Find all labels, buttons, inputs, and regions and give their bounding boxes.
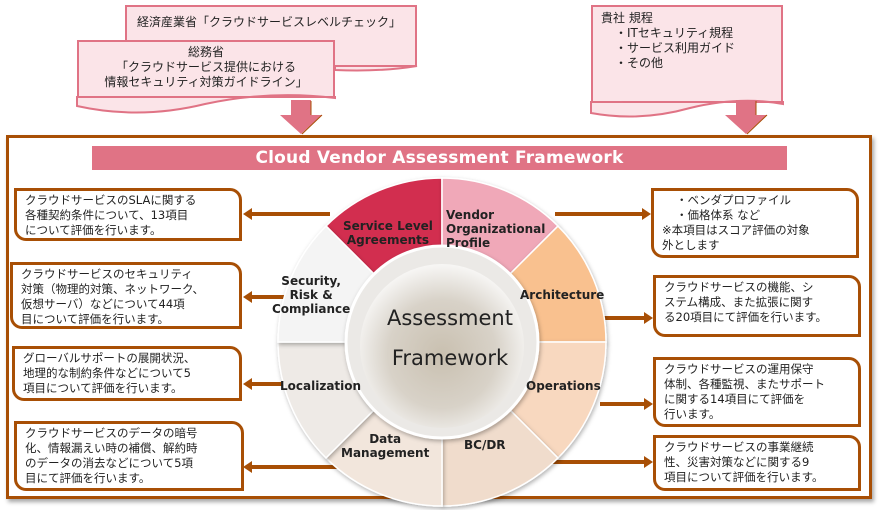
connector-arrow-left	[243, 378, 290, 390]
note-line: 外とします	[662, 238, 720, 252]
source-doc-company-line: 貴社 規程	[601, 11, 653, 25]
source-doc-mic-line: 情報セキュリティ対策ガイドライン」	[104, 75, 308, 89]
note-line: クラウドサービスの機能、シ	[664, 280, 814, 294]
note-line: について評価を行います。	[25, 223, 162, 237]
note-line: る20項目にて評価を行います。	[664, 310, 827, 324]
note-sla: クラウドサービスのSLAに関する 各種契約条件について、13項目 について評価を…	[14, 188, 242, 241]
segment-label-line: Management	[341, 446, 430, 460]
note-line: 性、災害対策などに関する9	[664, 455, 810, 469]
note-line: 仮想サーバ）などについて44項	[21, 297, 185, 311]
segment-label-line: Compliance	[272, 302, 351, 316]
segment-label-line: BC/DR	[464, 438, 506, 452]
source-doc-mic-line: 「クラウドサービス提供における	[115, 60, 296, 74]
note-line: 項目について評価を行います。	[23, 381, 183, 395]
segment-label-vendor: Vendor Organizational Profile	[446, 208, 545, 250]
note-security: クラウドサービスのセキュリティ 対策（物理的対策、ネットワーク、 仮想サーバ）な…	[10, 262, 242, 329]
connector-arrow-left	[243, 291, 300, 303]
connector-arrow-right	[540, 456, 653, 468]
note-line: 体制、各種監視、またサポート	[664, 377, 825, 391]
note-localization: グローバルサポートの展開状況、 地理的な制約条件などについて5 項目について評価…	[12, 346, 242, 401]
center-label-line2: Framework	[391, 346, 509, 370]
segment-label-operations: Operations	[526, 379, 601, 393]
center-label-line1: Assessment	[387, 306, 513, 330]
note-line: グローバルサポートの展開状況、	[23, 351, 196, 365]
note-line: 目について評価を行います。	[21, 312, 170, 326]
note-line: クラウドサービスのセキュリティ	[21, 267, 193, 281]
source-doc-mic-line: 総務省	[187, 45, 224, 59]
segment-label-line: Architecture	[520, 288, 605, 302]
note-line: クラウドサービスの運用保守	[664, 362, 814, 376]
source-doc-company: 貴社 規程 ・ITセキュリティ規程 ・サービス利用ガイド ・その他	[591, 5, 783, 103]
note-bcdr: クラウドサービスの事業継続 性、災害対策などに関する9 項目について評価を行いま…	[653, 435, 861, 491]
source-doc-company-line: ・サービス利用ガイド	[615, 41, 736, 55]
note-line: 化、情報漏えい時の補償、解約時	[25, 441, 198, 455]
note-line: ※本項目はスコア評価の対象	[662, 223, 810, 237]
source-doc-company-line: ・ITセキュリティ規程	[615, 26, 734, 40]
note-line: 各種契約条件について、13項目	[25, 208, 189, 222]
segment-label-line: Vendor	[446, 208, 495, 222]
note-line: 項目について評価を行います。	[664, 470, 824, 484]
note-line: 行います。	[664, 407, 721, 421]
note-line: 地理的な制約条件などについて5	[23, 366, 191, 380]
segment-label-line: Risk &	[289, 288, 333, 302]
note-line: のデータの消去などについて5項	[25, 456, 193, 470]
segment-label-architecture: Architecture	[520, 288, 604, 302]
connector-arrow-left	[243, 461, 350, 473]
connector-arrow-right	[555, 208, 651, 220]
segment-label-data: Data Management	[341, 432, 429, 460]
segment-label-bcdr: BC/DR	[464, 438, 506, 452]
segment-label-line: Service Level	[343, 219, 433, 233]
segment-label-line: Agreements	[346, 233, 430, 247]
note-line: 目にて評価を行います。	[25, 471, 151, 485]
note-architecture: クラウドサービスの機能、シ ステム構成、また拡張に関す る20項目にて評価を行い…	[653, 275, 861, 337]
connector-arrow-right	[600, 398, 653, 410]
note-line: ・価格体系 など	[676, 208, 761, 222]
note-line: クラウドサービスのSLAに関する	[25, 193, 197, 207]
note-line: クラウドサービスのデータの暗号	[25, 426, 198, 440]
note-vendor: ・ベンダプロファイル ・価格体系 など ※本項目はスコア評価の対象 外とします	[651, 188, 859, 258]
segment-label-security: Security, Risk & Compliance	[272, 274, 350, 316]
note-data: クラウドサービスのデータの暗号 化、情報漏えい時の補償、解約時 のデータの消去な…	[14, 421, 244, 491]
note-line: ステム構成、また拡張に関す	[664, 295, 814, 309]
down-arrow-icon	[725, 100, 768, 135]
connector-arrow-right	[600, 312, 653, 324]
segment-label-line: Security,	[281, 274, 341, 288]
note-line: に関する14項目にて評価を	[664, 392, 806, 406]
source-doc-company-line: ・その他	[615, 56, 664, 70]
segment-label-line: Operations	[526, 379, 601, 393]
segment-label-line: Localization	[280, 379, 362, 393]
source-doc-mic: 総務省 「クラウドサービス提供における 情報セキュリティ対策ガイドライン」	[77, 40, 335, 98]
note-line: 対策（物理的対策、ネットワーク、	[21, 282, 204, 296]
wheel-center-hub	[360, 264, 524, 428]
framework-title: Cloud Vendor Assessment Framework	[92, 146, 787, 170]
segment-label-line: Data	[369, 432, 402, 446]
connector-arrow-left	[243, 208, 330, 220]
doc-wave-decor	[76, 65, 784, 118]
segment-label-localization: Localization	[280, 379, 361, 393]
source-doc-meti-text: 経済産業省「クラウドサービスレベルチェック」	[137, 15, 402, 29]
note-line: クラウドサービスの事業継続	[664, 440, 814, 454]
segment-label-line: Profile	[446, 236, 491, 250]
segment-label-sla: Service Level Agreements	[343, 219, 433, 247]
segment-label-line: Organizational	[446, 222, 546, 236]
note-line: ・ベンダプロファイル	[676, 193, 791, 207]
note-operations: クラウドサービスの運用保守 体制、各種監視、またサポート に関する14項目にて評…	[653, 357, 861, 427]
down-arrow-icon	[280, 100, 323, 135]
